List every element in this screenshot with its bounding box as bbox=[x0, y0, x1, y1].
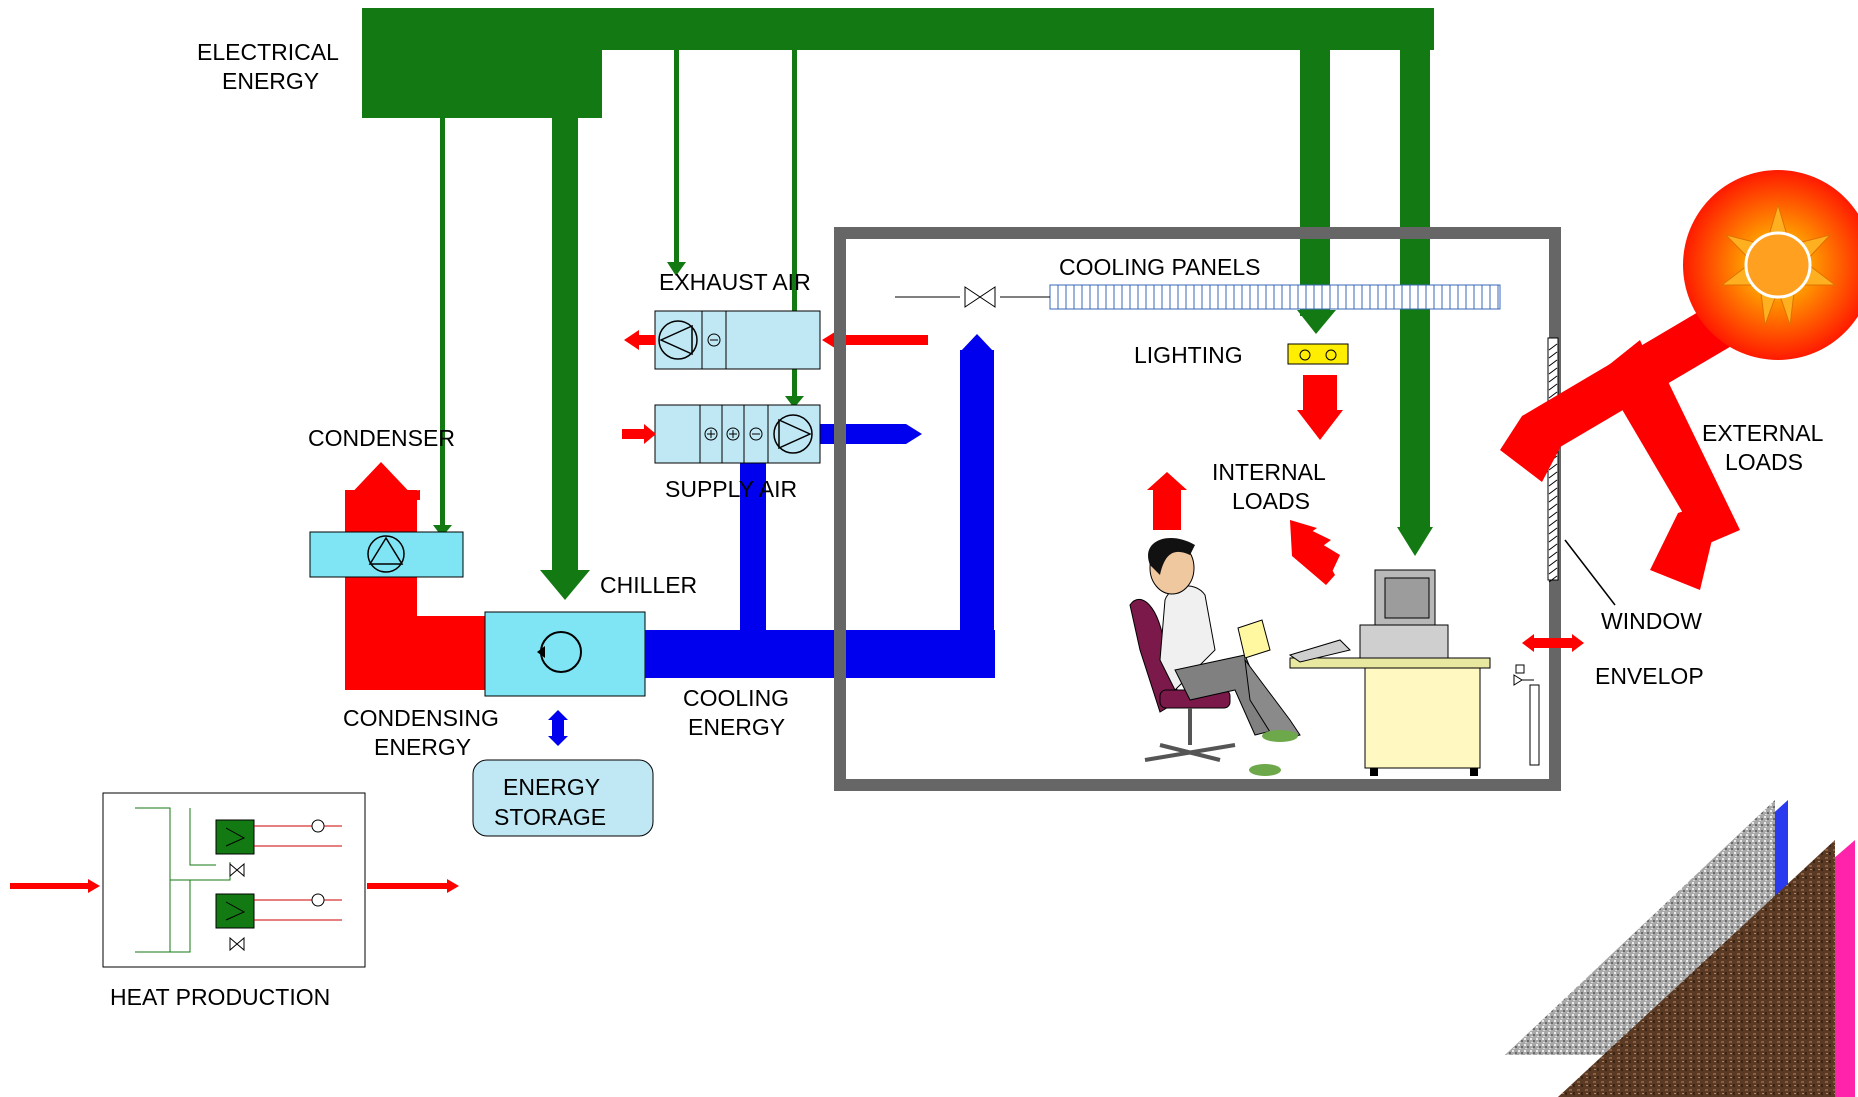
condenser-unit bbox=[310, 532, 463, 577]
cooling-panels bbox=[895, 285, 1500, 309]
electrical-energy-label-2: ENERGY bbox=[222, 68, 319, 94]
cooling-energy-label-2: ENERGY bbox=[688, 714, 785, 740]
lighting-label: LIGHTING bbox=[1134, 342, 1243, 368]
computer-icon bbox=[1290, 570, 1448, 662]
lighting-fixture bbox=[1288, 344, 1348, 364]
exhaust-air-label: EXHAUST AIR bbox=[659, 269, 811, 295]
valve-icon bbox=[965, 287, 995, 307]
window-label: WINDOW bbox=[1601, 608, 1702, 634]
exhaust-air-unit bbox=[655, 311, 820, 369]
internal-loads-label-1: INTERNAL bbox=[1212, 459, 1326, 485]
office-worker-icon bbox=[1130, 538, 1300, 776]
desk bbox=[1290, 658, 1490, 776]
cooling-energy-label-1: COOLING bbox=[683, 685, 789, 711]
external-load-arrow bbox=[1500, 305, 1745, 590]
supply-air-unit bbox=[655, 405, 820, 463]
heat-production-schematic bbox=[103, 793, 365, 967]
external-loads-label-2: LOADS bbox=[1725, 449, 1803, 475]
heat-production-label: HEAT PRODUCTION bbox=[110, 984, 330, 1010]
envelop-label: ENVELOP bbox=[1595, 663, 1704, 689]
internal-loads-label-2: LOADS bbox=[1232, 488, 1310, 514]
energy-storage-label-2: STORAGE bbox=[494, 804, 606, 830]
chiller-label: CHILLER bbox=[600, 572, 697, 598]
radiator-icon bbox=[1514, 665, 1539, 765]
condensing-energy-label-2: ENERGY bbox=[374, 734, 471, 760]
energy-storage-label-1: ENERGY bbox=[503, 774, 600, 800]
material-samples bbox=[1505, 800, 1855, 1097]
external-loads-label-1: EXTERNAL bbox=[1702, 420, 1824, 446]
chiller-unit bbox=[485, 612, 645, 696]
supply-air-label: SUPPLY AIR bbox=[665, 476, 797, 502]
condensing-energy-label-1: CONDENSING bbox=[343, 705, 499, 731]
cooling-panels-label: COOLING PANELS bbox=[1059, 254, 1261, 280]
condenser-label: CONDENSER bbox=[308, 425, 455, 451]
electrical-energy-label-1: ELECTRICAL bbox=[197, 39, 339, 65]
